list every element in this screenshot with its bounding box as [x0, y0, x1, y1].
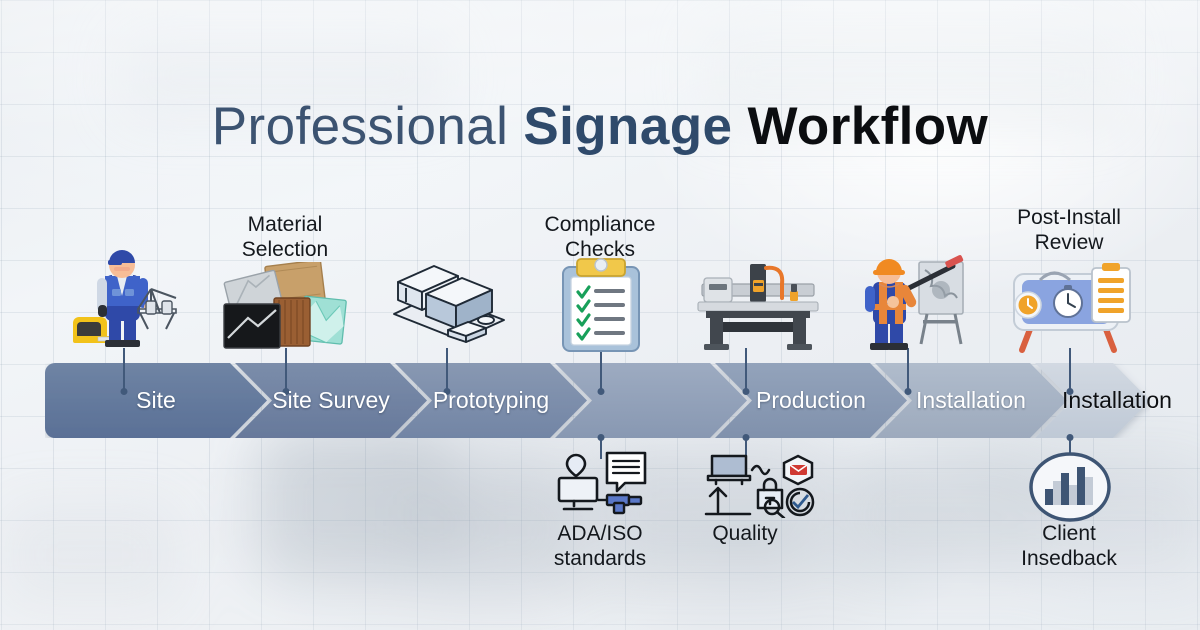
material-swatches-icon [218, 259, 348, 354]
caption-material-selection: Material Selection [241, 213, 329, 261]
workflow-chevron-bar: Site Site Survey Prototyping Production … [45, 363, 1172, 438]
chevron-label-6: Installation [1062, 387, 1172, 413]
caption-ada-iso-standards: ADA/ISO standards [553, 522, 647, 570]
page-title: Professional Signage Workflow [0, 100, 1200, 153]
chevron-step-installation-final[interactable]: Installation [1037, 363, 1197, 438]
chevron-label-5: Installation [916, 387, 1026, 413]
chevron-step-site[interactable]: Site [45, 363, 267, 438]
chevron-step-production[interactable]: Production [715, 363, 907, 438]
connector-ada [597, 434, 605, 459]
desktop-document-icon [552, 450, 652, 516]
connector-review [1066, 348, 1074, 395]
review-panel-icon [1000, 258, 1140, 356]
title-part-professional: Professional [211, 97, 524, 156]
quality-tools-icon [700, 450, 818, 520]
isometric-blocks-icon [386, 258, 511, 354]
installer-worker-icon [845, 250, 973, 358]
caption-client-feedback: Client Insedback [1021, 522, 1117, 570]
title-part-workflow: Workflow [747, 97, 989, 156]
connector-prototype [443, 348, 451, 395]
caption-compliance-checks: Compliance Checks [544, 213, 656, 261]
connector-compliance [597, 348, 605, 395]
chevron-step-site-survey[interactable]: Site Survey [235, 363, 427, 438]
caption-quality: Quality [712, 522, 778, 545]
chevron-step-prototyping[interactable]: Prototyping [395, 363, 587, 438]
connector-feedback [1066, 434, 1074, 459]
chevron-label-4: Production [756, 387, 866, 413]
connector-installer [904, 348, 912, 395]
chevron-label-1: Site Survey [272, 387, 390, 413]
chevron-step-installation[interactable]: Installation [875, 363, 1067, 438]
chevron-label-0: Site [136, 387, 176, 413]
connector-site [120, 348, 128, 395]
title-part-signage: Signage [523, 97, 748, 156]
connector-material [282, 348, 290, 395]
surveyor-worker-icon [68, 243, 183, 353]
clipboard-checklist-icon [553, 255, 649, 355]
cnc-router-machine-icon [694, 258, 822, 354]
connector-quality [742, 434, 750, 459]
caption-post-install-review: Post-Install Review [1017, 206, 1121, 254]
chevron-label-2: Prototyping [432, 387, 550, 413]
bar-chart-circle-icon [1027, 451, 1113, 523]
connector-production [742, 348, 750, 395]
